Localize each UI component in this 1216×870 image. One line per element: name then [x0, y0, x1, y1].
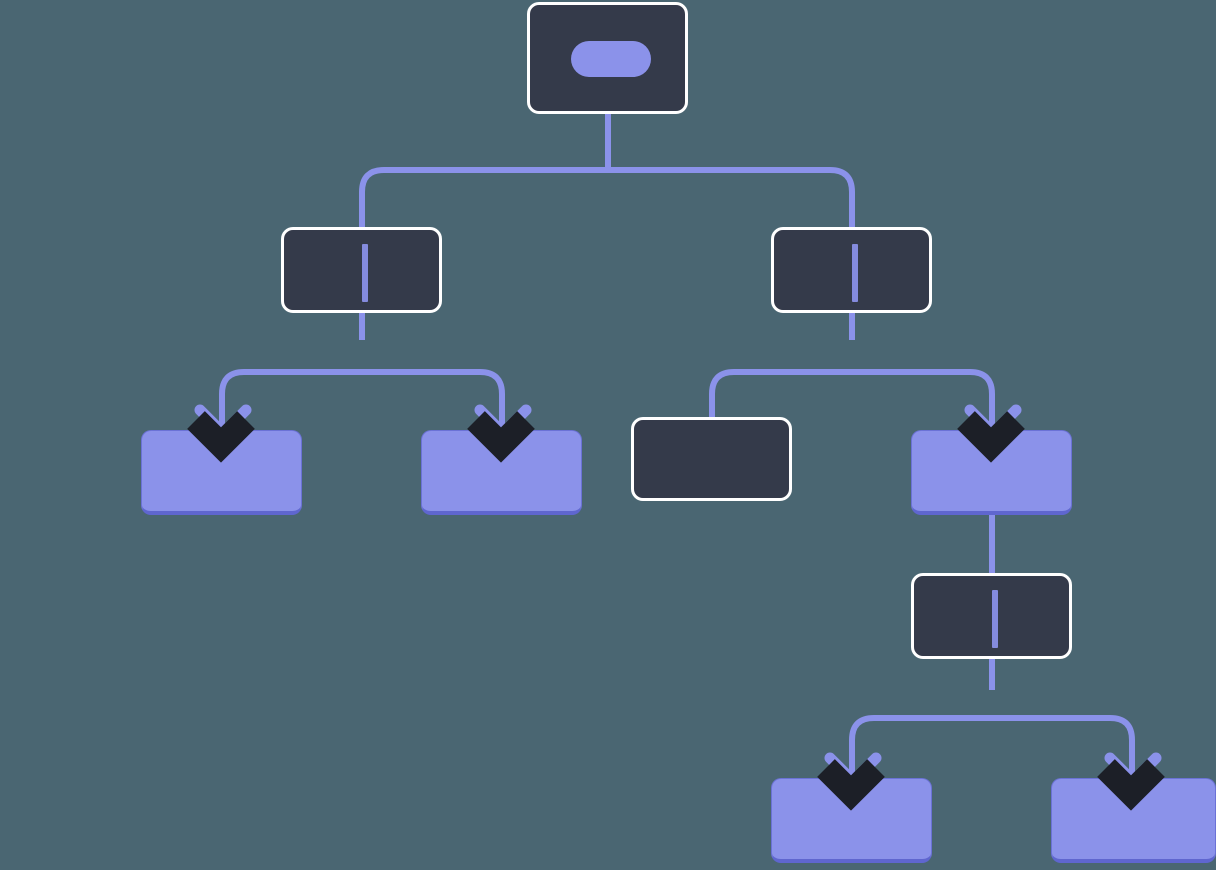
tree-node-leaf-1[interactable] — [141, 430, 302, 515]
tree-node-leaf-5[interactable] — [1051, 778, 1216, 863]
tree-node-collapsed[interactable] — [631, 417, 792, 501]
node-inner-line — [992, 590, 998, 648]
edge-n0-n2 — [608, 167, 855, 340]
tree-node-branch-right[interactable] — [771, 227, 932, 313]
edge-n2-n5 — [709, 369, 852, 419]
tree-node-leaf-3[interactable] — [911, 430, 1072, 515]
node-inner-line — [852, 244, 858, 302]
tree-node-branch-sub[interactable] — [911, 573, 1072, 659]
edge-n0-n1 — [359, 167, 608, 340]
tree-node-leaf-2[interactable] — [421, 430, 582, 515]
node-inner-line — [362, 244, 368, 302]
edge-n2-n6 — [852, 369, 995, 436]
edge-n7-n9 — [992, 715, 1135, 784]
root-pill-shape — [571, 41, 651, 77]
edge-n1-n3 — [219, 369, 362, 436]
edge-n7-n8 — [849, 715, 992, 784]
tree-node-root[interactable] — [527, 2, 688, 114]
edge-n1-n4 — [362, 369, 505, 436]
tree-node-leaf-4[interactable] — [771, 778, 932, 863]
tree-node-branch-left[interactable] — [281, 227, 442, 313]
